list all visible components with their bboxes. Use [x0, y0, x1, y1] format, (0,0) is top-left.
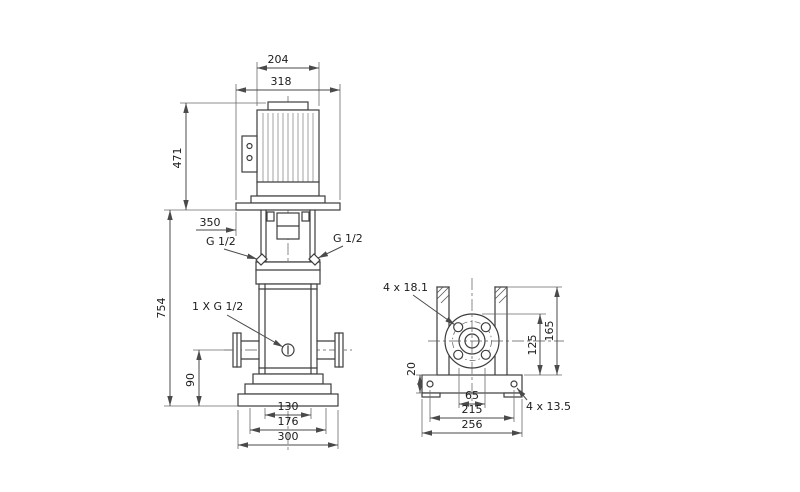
dim-176: 176	[278, 415, 299, 428]
motor	[235, 101, 341, 211]
dim-350: 350	[200, 216, 221, 229]
label-flange-holes: 4 x 18.1	[383, 281, 428, 294]
dim-165: 165	[543, 321, 556, 342]
base-bolt-hole-right	[510, 380, 518, 388]
label-base-holes: 4 x 13.5	[526, 400, 571, 413]
dim-204: 204	[268, 53, 289, 66]
g-half-port-left	[255, 253, 268, 266]
motor-foot	[250, 195, 326, 204]
dim-125: 125	[526, 335, 539, 356]
dim-318: 318	[271, 75, 292, 88]
side-view	[421, 278, 564, 404]
base-plate	[237, 393, 339, 407]
dim-215: 215	[462, 403, 483, 416]
dim-754: 754	[155, 298, 168, 319]
flange-bolt-hole	[453, 322, 464, 333]
label-drain-port: 1 X G 1/2	[192, 300, 243, 313]
front-view	[224, 96, 352, 452]
flange-bolt-hole	[453, 349, 464, 360]
coupling-lantern	[255, 209, 321, 263]
terminal-box	[241, 135, 258, 173]
motor-stool-plate	[235, 202, 341, 211]
base-bolt-hole-left	[426, 380, 434, 388]
terminal-box-hole	[246, 154, 253, 162]
pump-base	[237, 373, 339, 407]
dim-256: 256	[462, 418, 483, 431]
label-g-half-right: G 1/2	[333, 232, 363, 245]
chamber-stack	[258, 283, 318, 375]
flange-bolt-hole	[480, 322, 491, 333]
dim-300: 300	[278, 430, 299, 443]
g-half-port-right	[308, 253, 321, 266]
flange-bolt-hole	[480, 349, 491, 360]
flanges	[232, 332, 344, 368]
dim-20: 20	[405, 362, 418, 376]
front-view-dimensions: 204 318 471 754 90 350 G 1/2 G 1/2 1 X G…	[155, 53, 363, 449]
dim-90: 90	[184, 373, 197, 387]
label-g-half-left: G 1/2	[206, 235, 236, 248]
dim-130: 130	[278, 400, 299, 413]
pump-head	[255, 253, 321, 285]
side-view-dimensions: 4 x 18.1 20 125 165 65 215 4 x 13.5	[383, 281, 571, 437]
dim-65: 65	[465, 389, 479, 402]
dim-471: 471	[171, 148, 184, 169]
terminal-box-hole	[246, 142, 253, 150]
